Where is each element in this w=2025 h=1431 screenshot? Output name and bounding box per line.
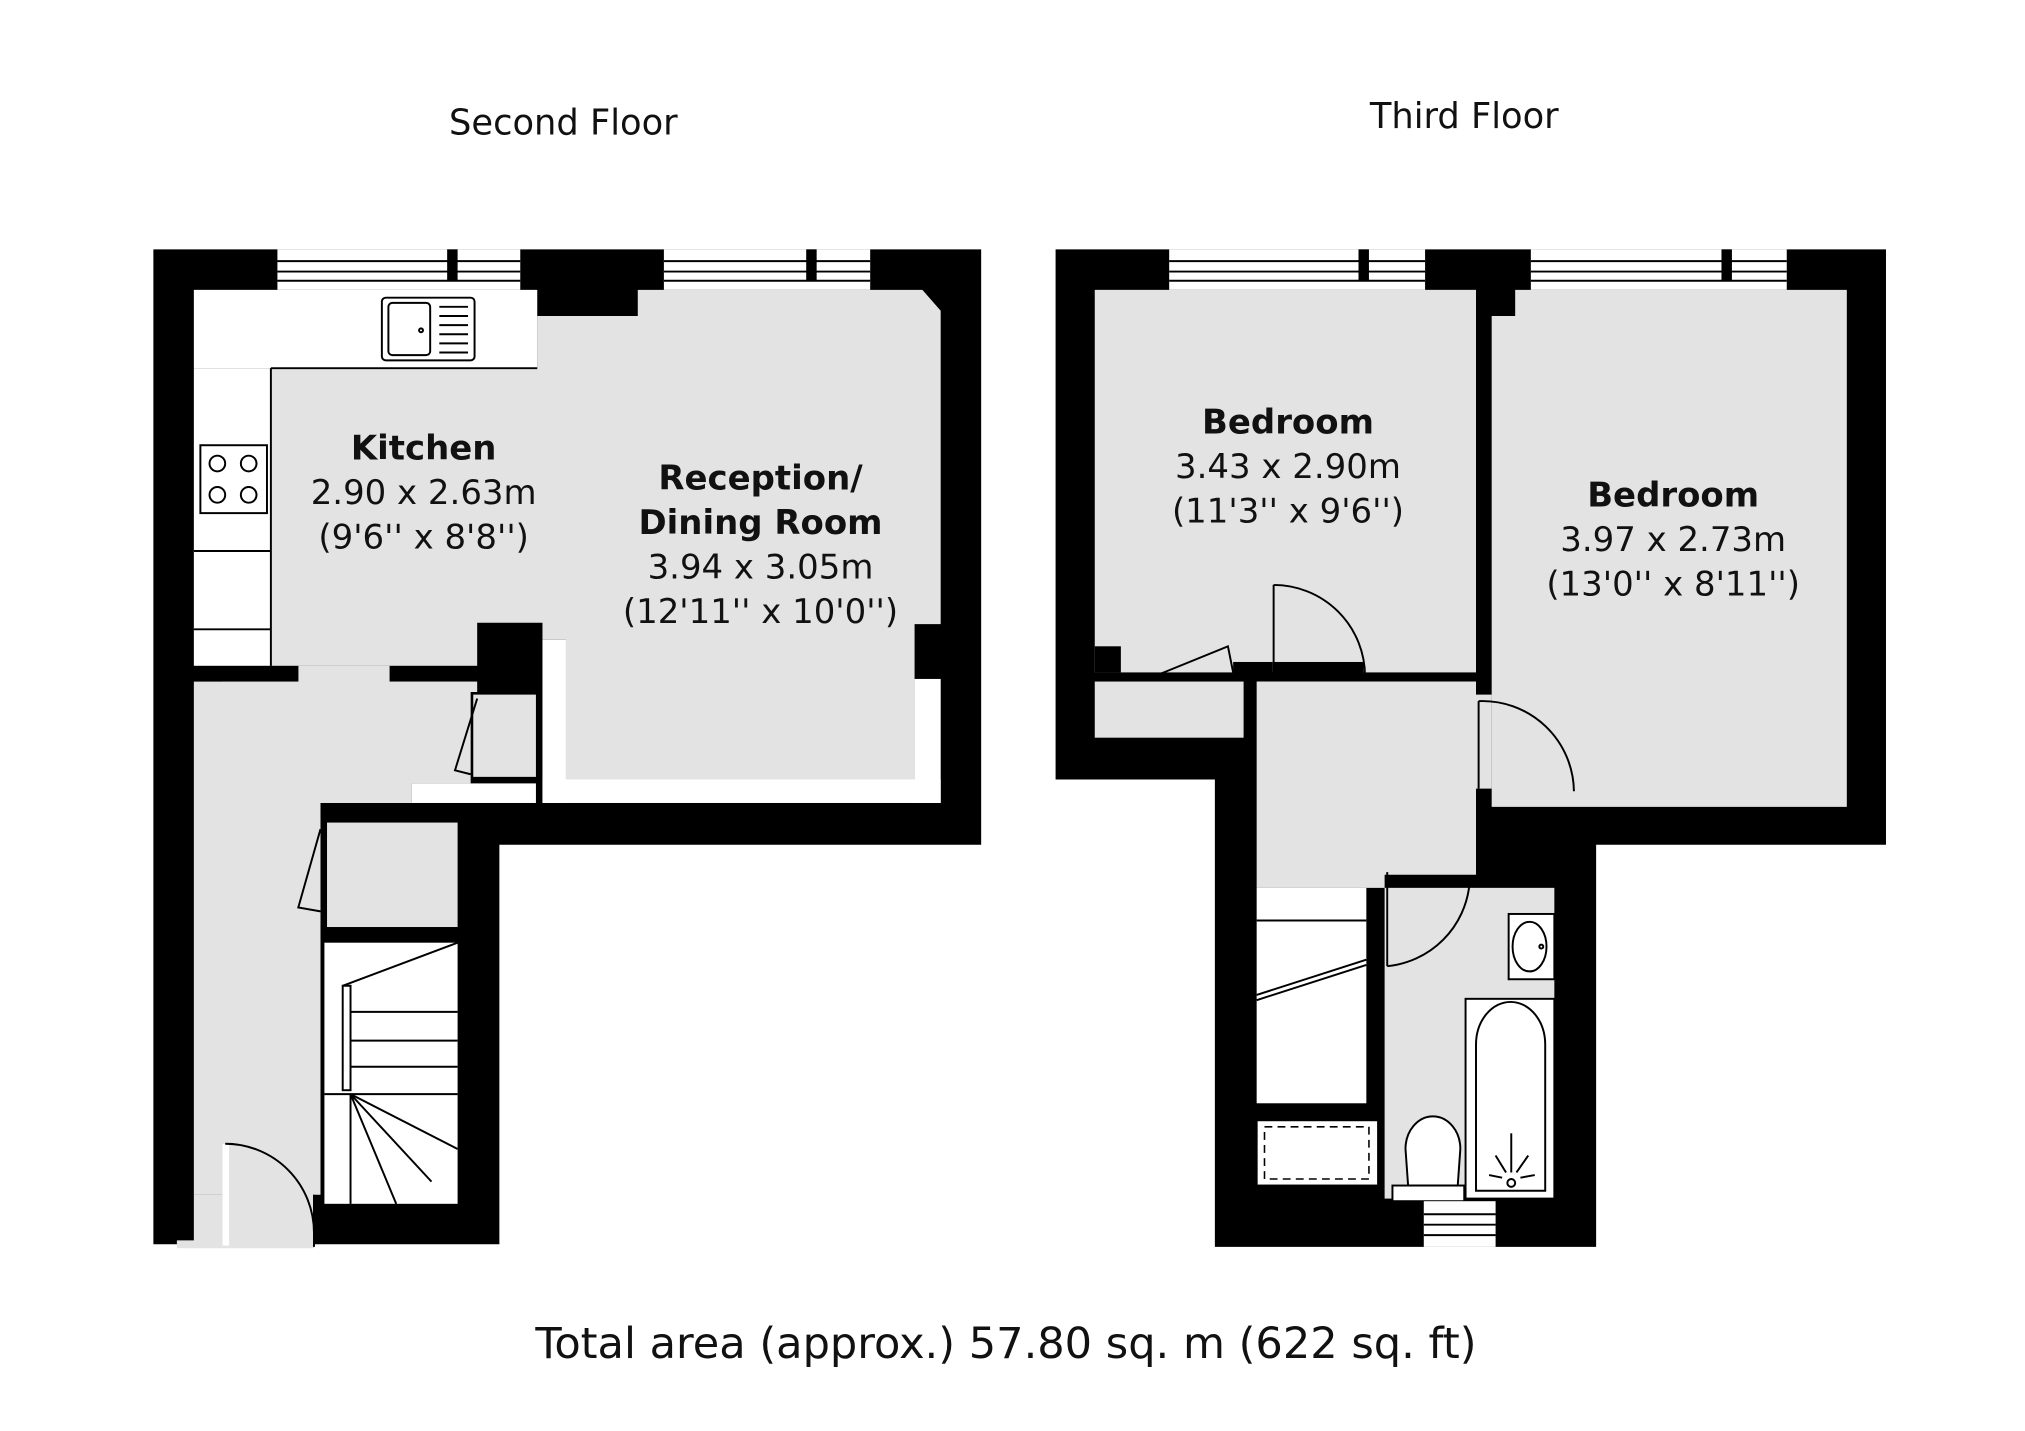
door-bathroom [1386, 872, 1471, 968]
window [1169, 249, 1426, 290]
third-floor-title: Third Floor [1369, 96, 1559, 137]
window [663, 249, 871, 290]
window [1423, 1201, 1496, 1247]
total-area: Total area (approx.) 57.80 sq. m (622 sq… [534, 1319, 1476, 1369]
reception-label-line1: Reception/ [658, 459, 863, 499]
bedroom1-metric: 3.43 x 2.90m [1175, 447, 1401, 487]
second-floor-plan: Kitchen 2.90 x 2.63m (9'6'' x 8'8'') Rec… [153, 249, 982, 1249]
staircase [1256, 887, 1367, 1104]
kitchen-imperial: (9'6'' x 8'8'') [318, 517, 529, 557]
kitchen-label: Kitchen [351, 429, 497, 469]
staircase [324, 941, 459, 1205]
window [277, 249, 521, 290]
bedroom1-imperial: (11'3'' x 9'6'') [1172, 491, 1404, 531]
sink-icon [380, 296, 476, 362]
reception-imperial: (12'11'' x 10'0'') [623, 592, 898, 632]
window [1530, 249, 1787, 290]
toilet-icon [1391, 1115, 1466, 1203]
bedroom2-metric: 3.97 x 2.73m [1560, 520, 1786, 560]
basin-icon [1507, 912, 1556, 981]
third-floor-plan: Bedroom 3.43 x 2.90m (11'3'' x 9'6'') Be… [1055, 249, 1886, 1247]
bath-icon [1464, 997, 1556, 1200]
door-bedroom2 [1477, 700, 1575, 792]
hob-icon [199, 444, 268, 515]
bedroom2-label: Bedroom [1587, 476, 1759, 516]
bedroom2-imperial: (13'0'' x 8'11'') [1546, 564, 1800, 604]
entrance-door [176, 1142, 315, 1249]
reception-metric: 3.94 x 3.05m [648, 547, 874, 587]
second-floor-title: Second Floor [449, 102, 678, 143]
door-bedroom1 [1272, 583, 1367, 679]
bedroom1-label: Bedroom [1202, 402, 1374, 442]
cupboard [1255, 1119, 1380, 1187]
kitchen-metric: 2.90 x 2.63m [311, 473, 537, 513]
reception-label-line2: Dining Room [639, 503, 883, 543]
